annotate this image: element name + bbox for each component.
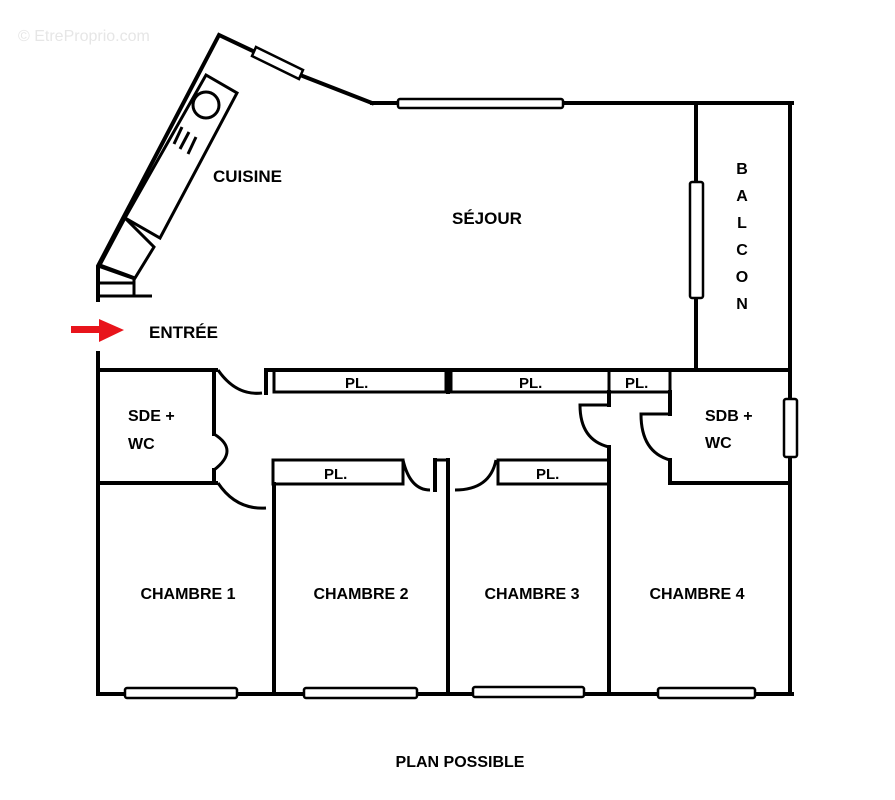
label-sde-2: WC — [128, 436, 155, 453]
balcony-door — [688, 180, 705, 300]
sdb-window — [782, 397, 799, 459]
label-cuisine: CUISINE — [213, 167, 282, 186]
window-chambre-2 — [302, 686, 419, 700]
svg-text:N: N — [736, 296, 748, 313]
label-entree: ENTRÉE — [149, 323, 218, 342]
plan-title: PLAN POSSIBLE — [396, 754, 525, 771]
label-closet-4: PL. — [324, 466, 347, 483]
label-sde-1: SDE + — [128, 408, 175, 425]
window-chambre-1 — [123, 686, 239, 700]
label-closet-3: PL. — [625, 375, 648, 392]
label-sdb-2: WC — [705, 435, 732, 452]
svg-text:C: C — [736, 242, 748, 259]
sink-icon — [191, 90, 221, 120]
label-closet-2: PL. — [519, 375, 542, 392]
window-chambre-4 — [656, 686, 757, 700]
svg-text:A: A — [736, 188, 748, 205]
living-window — [396, 97, 565, 110]
label-balcon: B A L C O N — [736, 161, 748, 313]
window-chambre-3 — [471, 685, 586, 699]
label-sdb-1: SDB + — [705, 408, 753, 425]
corridor-walls — [96, 368, 792, 696]
kitchen-window — [250, 45, 305, 81]
entry-arrow-icon — [71, 319, 124, 342]
closet-3 — [607, 368, 672, 394]
label-chambre-2: CHAMBRE 2 — [313, 586, 408, 603]
label-closet-1: PL. — [345, 375, 368, 392]
label-chambre-3: CHAMBRE 3 — [484, 586, 579, 603]
living-walls — [560, 101, 794, 696]
label-sejour: SÉJOUR — [452, 209, 522, 228]
svg-text:B: B — [736, 161, 748, 178]
label-chambre-4: CHAMBRE 4 — [649, 586, 744, 603]
svg-text:O: O — [736, 269, 748, 286]
closet-4 — [271, 458, 405, 486]
kitchen-counter — [97, 72, 240, 298]
label-closet-5: PL. — [536, 466, 559, 483]
svg-text:L: L — [737, 215, 747, 232]
watermark: © EtreProprio.com — [18, 28, 150, 45]
label-chambre-1: CHAMBRE 1 — [140, 586, 235, 603]
stove-icon — [172, 126, 184, 145]
